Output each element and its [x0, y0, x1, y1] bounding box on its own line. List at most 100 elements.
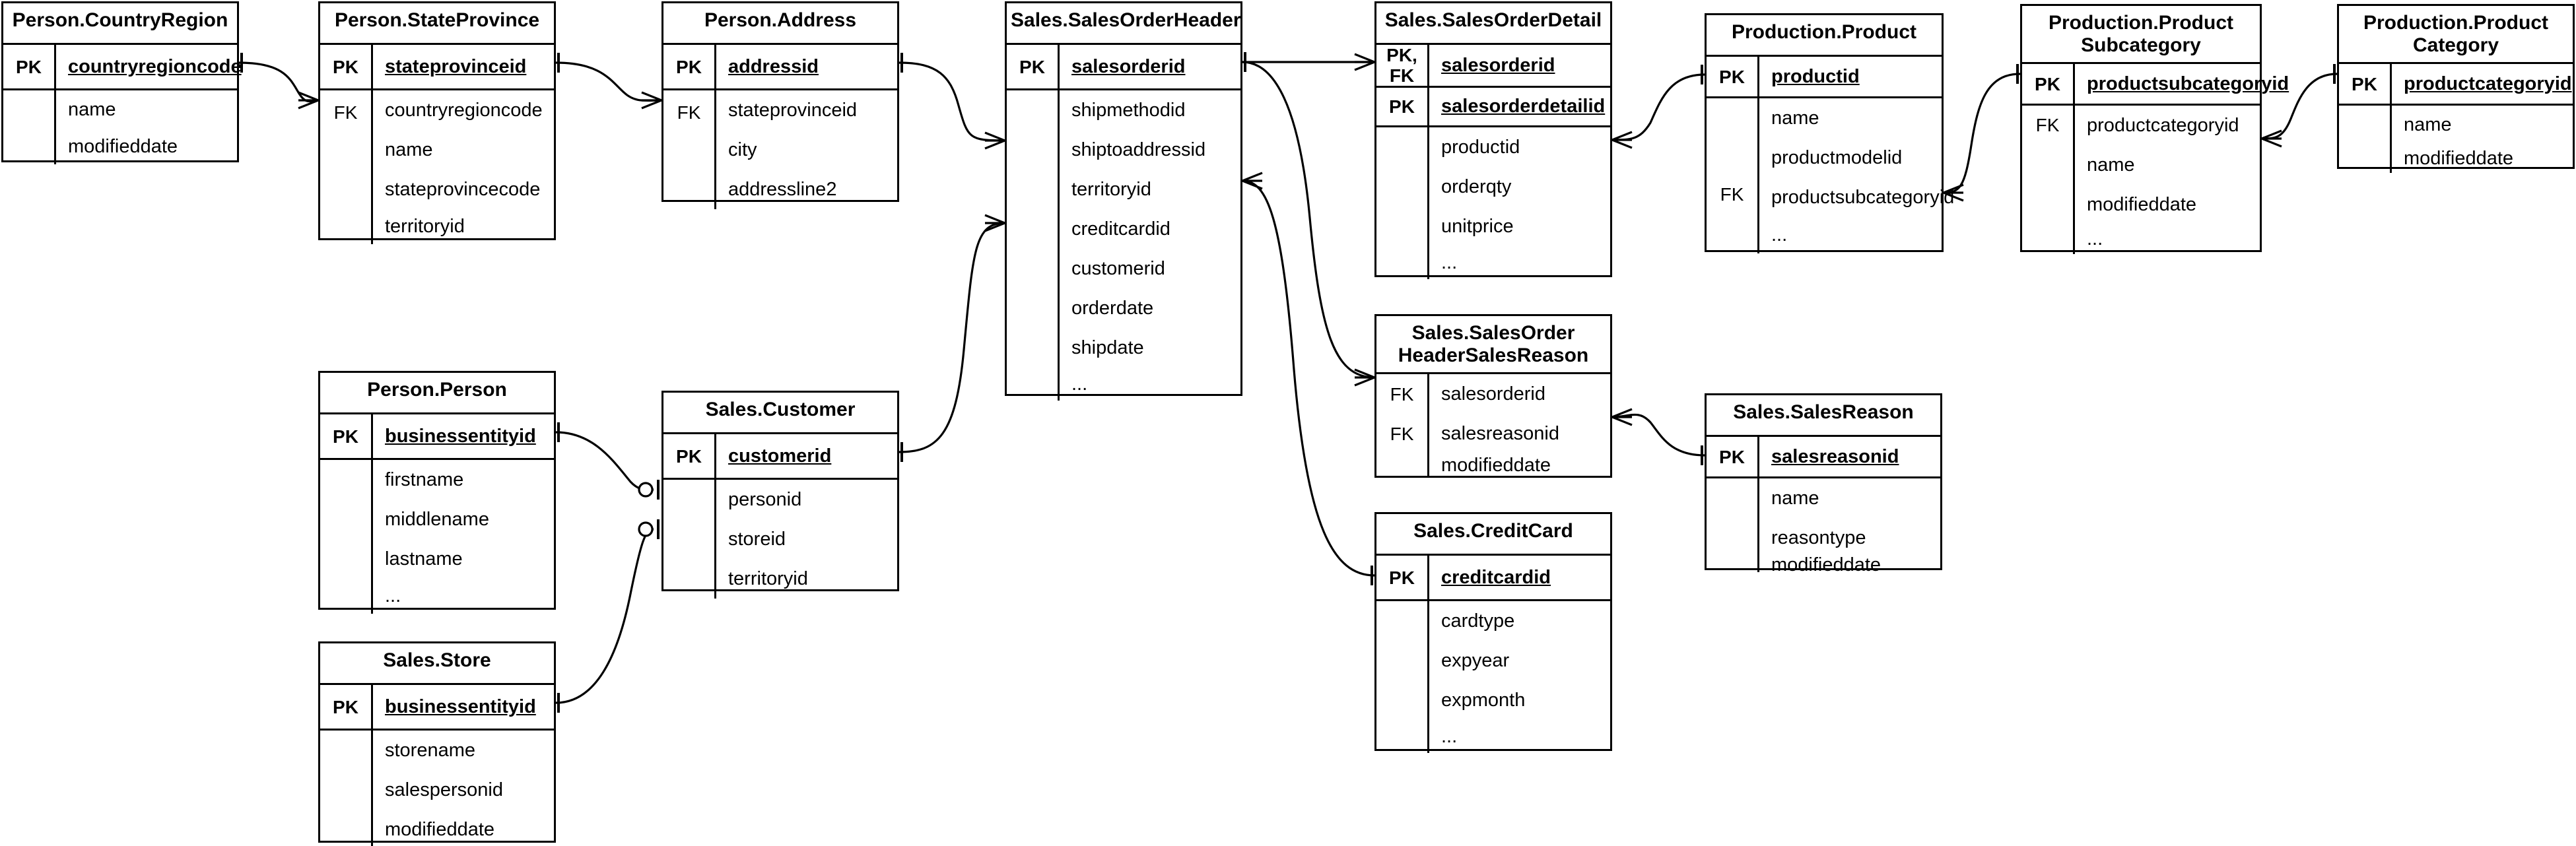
attribute-row[interactable]: territoryid	[716, 559, 897, 599]
attribute-row[interactable]: shiptoaddressid	[1060, 130, 1240, 170]
attribute-row[interactable]: middlename	[373, 500, 554, 539]
attribute-row[interactable]: city	[716, 130, 897, 170]
attribute-row[interactable]: territoryid	[373, 209, 554, 244]
attribute-row[interactable]: ...	[1759, 217, 1942, 253]
attribute-row[interactable]: orderqty	[1429, 167, 1610, 207]
attribute-row[interactable]: modifieddate	[2392, 144, 2573, 173]
entity-title: Production.Product Subcategory	[2022, 6, 2260, 64]
attribute-row[interactable]: firstname	[373, 460, 554, 500]
attribute-row[interactable]: ...	[1060, 368, 1240, 401]
attribute-row[interactable]: name	[2392, 106, 2573, 144]
key-field-cell: businessentityid	[371, 414, 554, 458]
attribute-row[interactable]: productmodelid	[1759, 138, 1942, 178]
attribute-row[interactable]: territoryid	[1060, 170, 1240, 209]
attribute-row[interactable]: creditcardid	[1060, 209, 1240, 249]
key-field-cell: productcategoryid	[2390, 64, 2573, 104]
attribute-name: shipdate	[1071, 337, 1144, 358]
attribute-row[interactable]: productsubcategoryid	[1759, 178, 1954, 217]
attribute-row[interactable]: modifieddate	[56, 129, 237, 164]
attribute-row[interactable]: name	[373, 130, 554, 170]
attribute-marker-column: FK	[1707, 98, 1757, 253]
entity-title: Production.Product	[1707, 15, 1942, 57]
attribute-row[interactable]: orderdate	[1060, 288, 1240, 328]
attribute-row[interactable]: unitprice	[1429, 207, 1610, 246]
attribute-name: territoryid	[1071, 178, 1151, 200]
attribute-row[interactable]: name	[56, 90, 237, 129]
attribute-row[interactable]: ...	[1429, 720, 1610, 753]
attribute-row[interactable]: ...	[2075, 224, 2260, 254]
attribute-name: name	[385, 139, 433, 160]
attribute-row[interactable]: modifieddate	[373, 810, 554, 846]
attribute-row[interactable]: salespersonid	[373, 770, 554, 810]
attribute-row[interactable]: ...	[373, 579, 554, 614]
attribute-row[interactable]: addressline2	[716, 170, 897, 209]
attribute-row[interactable]: stateprovincecode	[373, 170, 554, 209]
key-field-name: productid	[1771, 65, 1860, 87]
attribute-name: ...	[2087, 228, 2103, 249]
attribute-row[interactable]: countryregioncode	[373, 90, 554, 130]
attribute-row[interactable]: expmonth	[1429, 680, 1610, 720]
attribute-name: ...	[1071, 373, 1088, 395]
attribute-row[interactable]: productid	[1429, 127, 1610, 167]
key-marker: PK	[16, 56, 42, 77]
attribute-row[interactable]: shipmethodid	[1060, 90, 1240, 130]
attribute-row[interactable]: name	[1759, 478, 1940, 518]
attribute-row[interactable]: modifieddate	[2075, 185, 2260, 224]
attribute-row[interactable]: reasontype	[1759, 518, 1940, 558]
attribute-row[interactable]: expyear	[1429, 641, 1610, 680]
attribute-row[interactable]: ...	[1429, 246, 1610, 279]
attribute-row[interactable]: storename	[373, 731, 554, 770]
attribute-row[interactable]: personid	[716, 480, 897, 519]
attribute-row[interactable]: productcategoryid	[2075, 106, 2260, 145]
attribute-marker-column: FK	[663, 90, 714, 209]
attribute-name: orderdate	[1071, 297, 1154, 319]
attribute-row[interactable]: lastname	[373, 539, 554, 579]
attribute-row[interactable]: name	[2075, 145, 2260, 185]
attribute-row[interactable]: modifieddate	[1376, 453, 1610, 478]
attribute-row[interactable]: cardtype	[1429, 601, 1610, 641]
attribute-row[interactable]: name	[1759, 98, 1942, 138]
attribute-row[interactable]: customerid	[1060, 249, 1240, 288]
key-marker: PK	[333, 426, 358, 447]
key-row[interactable]: PK businessentityid	[320, 414, 554, 458]
attribute-row[interactable]: storeid	[716, 519, 897, 559]
attribute-row[interactable]: stateprovinceid	[716, 90, 897, 130]
attribute-row[interactable]: shipdate	[1060, 328, 1240, 368]
entity-title: Person.StateProvince	[320, 3, 554, 45]
attribute-row[interactable]: modifieddate	[1759, 554, 1940, 575]
